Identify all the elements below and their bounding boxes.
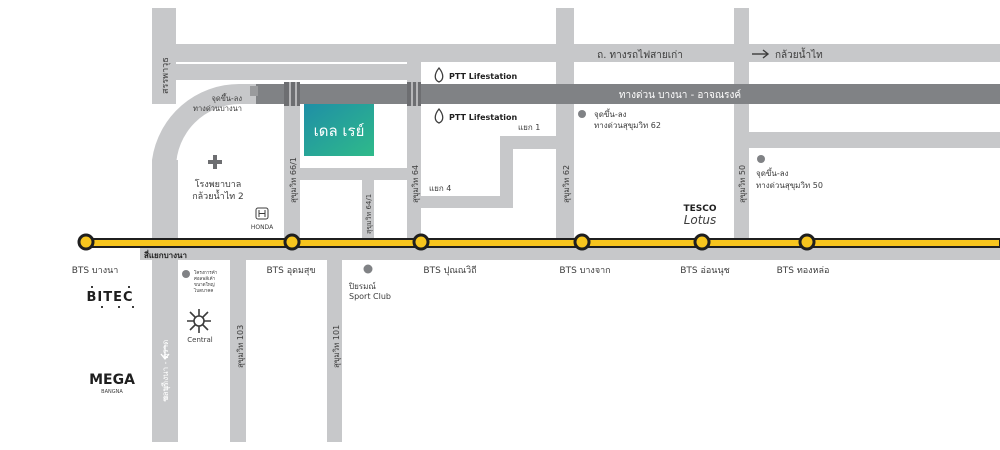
expressway-pillar-1 <box>284 82 300 106</box>
bts-stations <box>77 233 816 251</box>
soi-64-label: สุขุมวิท 64 <box>411 165 420 203</box>
piyarom-label-1: ปิยรมณ์ <box>348 281 376 291</box>
soi-103-label: สุขุมวิท 103 <box>236 325 245 368</box>
bts-station-onnut-marker[interactable] <box>693 233 711 251</box>
bts-station-udomsuk-marker[interactable] <box>283 233 301 251</box>
ramp-cap <box>250 86 258 96</box>
ptt-lifestation-2-label: PTT Lifestation <box>449 113 518 122</box>
soi-50-road <box>734 8 749 246</box>
ptt-flame-icon <box>434 66 444 83</box>
bts-label-bangna: BTS บางนา <box>72 266 119 276</box>
location-dot-icon <box>578 110 586 118</box>
bts-label-udomsuk: BTS อุดมสุข <box>266 266 315 276</box>
arrow-down-icon <box>160 345 170 361</box>
bts-label-bangchak: BTS บางจาก <box>559 266 610 276</box>
tesco-label: TESCO <box>683 204 716 214</box>
to-kluaynamthai-label: กล้วยน้ำไท <box>775 47 823 61</box>
yaek-zigzag-vertical <box>500 136 513 208</box>
soi-64-road <box>407 60 421 250</box>
hospital-label-2: กล้วยน้ำไท 2 <box>192 189 244 202</box>
hospital-label-1: โรงพยาบาล <box>195 179 242 190</box>
ramp-62-label-2: ทางด่วนสุขุมวิท 62 <box>594 121 661 130</box>
bts-station-thonglor-marker[interactable] <box>798 233 816 251</box>
arrow-right-icon <box>752 49 770 59</box>
location-dot-icon <box>363 264 373 274</box>
sanphawut-label: สรรพาวุธ <box>161 57 171 94</box>
soi-64-1-road <box>362 180 374 246</box>
ptt-lifestation-1-label: PTT Lifestation <box>449 72 518 81</box>
yaek-1-road <box>500 136 556 149</box>
local-road-north <box>176 64 421 80</box>
central-label: Central <box>187 336 213 344</box>
central-logo-icon <box>187 309 211 333</box>
soi-103-road <box>230 260 246 442</box>
yaek-bangna-label: สี่แยกบางนา <box>144 249 187 260</box>
bitec-label: BITEC <box>86 290 133 305</box>
expressway-label: ทางด่วน บางนา - อาจณรงค์ <box>619 89 741 101</box>
soi-50-side-road <box>749 132 1000 148</box>
sanphawut-road <box>152 8 176 104</box>
mall-project-label-3: ขนาดใหญ่ <box>194 282 215 288</box>
location-dot-icon <box>757 155 765 163</box>
hospital-cross-icon <box>208 155 222 169</box>
expressway-pillar-2 <box>407 82 421 106</box>
bts-line <box>83 238 1000 248</box>
bitec-dots-icon <box>91 286 134 308</box>
ptt-flame-icon <box>434 107 444 124</box>
ramp-bangna-label-1: จุดขึ้น-ลง <box>212 93 243 103</box>
bts-station-punnawithi-marker[interactable] <box>412 233 430 251</box>
expressway-ramp-curve <box>152 83 256 247</box>
bts-station-bangchak-marker[interactable] <box>573 233 591 251</box>
soi-50-label: สุขุมวิท 50 <box>738 165 747 203</box>
soi-101-road <box>327 260 342 442</box>
soi-62-label: สุขุมวิท 62 <box>562 165 571 203</box>
honda-logo-icon <box>255 207 269 220</box>
ramp-50-label-2: ทางด่วนสุขุมวิท 50 <box>756 181 823 190</box>
ramp-62-label-1: จุดขึ้น-ลง <box>594 108 627 119</box>
soi-62-road <box>556 8 574 246</box>
mall-project-label-4: ไบตบาคค <box>193 288 213 294</box>
road-network <box>140 8 1000 442</box>
chonburi-label: ชลบุรี <box>161 381 170 401</box>
soi-101-label: สุขุมวิท 101 <box>332 325 341 368</box>
piyarom-label-2: Sport Club <box>349 292 391 301</box>
soi-64-1-label: สุขุมวิท 64/1 <box>365 194 373 234</box>
expressway-road <box>256 84 1000 104</box>
honda-label: HONDA <box>251 224 274 231</box>
ramp-50-label-1: จุดขึ้น-ลง <box>756 167 789 178</box>
mega-label: MEGA <box>89 372 135 388</box>
sukhumvit-road <box>140 246 1000 260</box>
mega-sub-label: BANGNA <box>101 389 123 395</box>
soi-66-1-label: สุขุมวิท 66/1 <box>289 157 298 203</box>
bts-label-onnut: BTS อ่อนนุช <box>680 266 729 276</box>
mall-project-label-1: โครงการค้า <box>194 269 218 276</box>
old-rail-road-label: ถ. ทางรถไฟสายเก่า <box>597 49 683 61</box>
bts-label-thonglor: BTS ทองหล่อ <box>777 266 830 276</box>
bangna-trat-label: ถ. บางนา - ตราด <box>161 340 170 401</box>
mall-project-label-2: ศอลพลีเค้า <box>194 276 216 282</box>
location-dot-icon <box>182 270 190 278</box>
old-rail-road <box>152 44 1000 62</box>
yaek-4-road <box>421 196 513 208</box>
ramp-bangna-label-2: ทางด่วนบางนา <box>193 104 242 113</box>
bts-station-bangna-marker[interactable] <box>77 233 95 251</box>
bts-label-punnawithi: BTS ปุณณวิถี <box>423 265 476 276</box>
project-name: เดล เรย์ <box>314 122 365 140</box>
yaek-1-label: แยก 1 <box>518 123 540 132</box>
soi-66-1-road <box>284 100 300 250</box>
soi-64-connector <box>300 168 408 180</box>
project-block[interactable] <box>304 104 374 156</box>
lotus-label: Lotus <box>684 213 717 227</box>
yaek-4-label: แยก 4 <box>429 184 451 193</box>
